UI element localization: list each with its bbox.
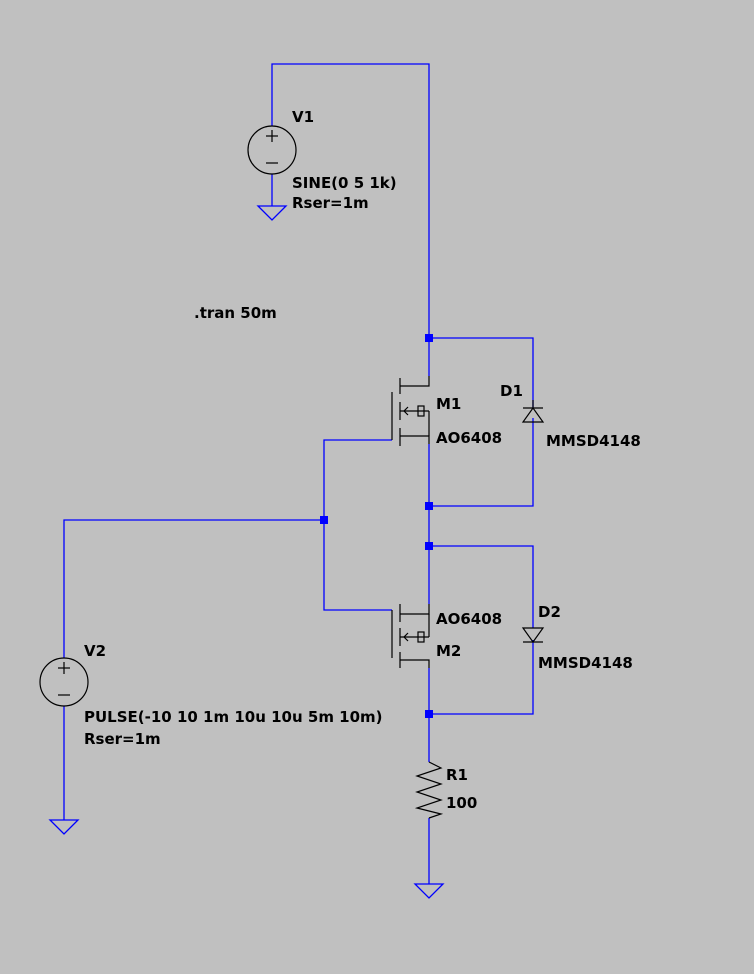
- d2-name-label: D2: [538, 603, 561, 621]
- wire-v1-top: [271, 63, 430, 338]
- diode-icon[interactable]: [521, 627, 545, 644]
- v2-name-label: V2: [84, 642, 106, 660]
- diode-icon[interactable]: [521, 400, 545, 423]
- junction-dot: [425, 502, 433, 510]
- wire-mid-d2: [429, 545, 534, 628]
- d2-model-label: MMSD4148: [538, 654, 633, 672]
- voltage-source-icon[interactable]: [247, 125, 297, 175]
- junction-dot: [320, 516, 328, 524]
- m1-name-label: M1: [436, 395, 461, 413]
- resistor-icon[interactable]: [414, 761, 444, 819]
- wires: [63, 63, 534, 884]
- tran-directive[interactable]: .tran 50m: [194, 304, 277, 322]
- r1-name-label: R1: [446, 766, 468, 784]
- r1-value-label: 100: [446, 794, 477, 812]
- m1-model-label: AO6408: [436, 429, 502, 447]
- wire-m1-gate: [323, 439, 392, 611]
- nmos-transistor-icon[interactable]: [391, 376, 430, 446]
- ground-icon: [413, 883, 445, 899]
- v2-value-label: PULSE(-10 10 1m 10u 10u 5m 10m): [84, 708, 383, 726]
- wire-d1-bottom: [429, 418, 534, 507]
- v2-rser-label: Rser=1m: [84, 730, 161, 748]
- v1-name-label: V1: [292, 108, 314, 126]
- junction-dot: [425, 710, 433, 718]
- junctions: [320, 334, 433, 718]
- ground-icon: [48, 819, 80, 835]
- nmos-transistor-icon[interactable]: [391, 604, 430, 668]
- m2-model-label: AO6408: [436, 610, 502, 628]
- m2-name-label: M2: [436, 642, 461, 660]
- wire-d2-bottom: [429, 640, 534, 715]
- d1-name-label: D1: [500, 382, 523, 400]
- junction-dot: [425, 542, 433, 550]
- wire-v2-gate: [63, 519, 324, 658]
- v1-value-label: SINE(0 5 1k): [292, 174, 397, 192]
- ground-icon: [256, 205, 288, 221]
- junction-dot: [425, 334, 433, 342]
- d1-model-label: MMSD4148: [546, 432, 641, 450]
- voltage-source-icon[interactable]: [39, 657, 89, 707]
- v1-rser-label: Rser=1m: [292, 194, 369, 212]
- wire-m1-drain-d1: [429, 337, 534, 408]
